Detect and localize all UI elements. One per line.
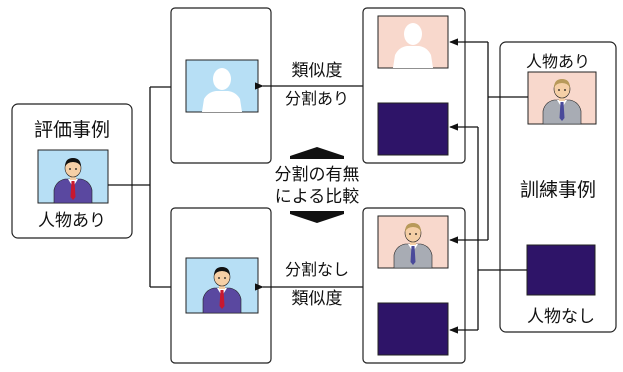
person-icon	[202, 267, 242, 314]
train-title: 訓練事例	[520, 179, 596, 201]
eval-person-image	[37, 149, 109, 204]
down-arrow-icon	[290, 214, 344, 223]
train-person-image	[527, 71, 597, 125]
train-without-person-label: 人物なし	[527, 307, 595, 327]
train-with-person-label: 人物あり	[526, 52, 590, 71]
silhouette-icon	[393, 23, 433, 68]
pink-person-image	[377, 215, 449, 269]
purple-box	[377, 102, 449, 156]
train-purple-box	[526, 244, 596, 296]
person-icon	[542, 79, 582, 125]
similarity-top-label: 類似度	[292, 61, 343, 81]
eval-caption: 人物あり	[38, 211, 106, 231]
unsegmented-label: 分割なし	[285, 260, 349, 279]
train-connectors	[449, 38, 528, 334]
up-arrow-icon	[290, 147, 344, 156]
down-arrow-base	[290, 211, 344, 214]
similarity-bottom-label: 類似度	[292, 289, 343, 309]
purple-box	[377, 302, 449, 356]
unsegmented-person-image	[185, 257, 259, 314]
comparison-line2: による比較	[275, 187, 360, 207]
person-icon	[393, 223, 433, 269]
silhouette-image	[185, 59, 259, 113]
similarity-arrows	[254, 82, 372, 291]
eval-title: 評価事例	[34, 119, 110, 141]
person-icon	[53, 158, 93, 204]
silhouette-icon	[202, 68, 242, 112]
pink-silhouette-image	[377, 15, 449, 69]
segmented-top-label: 分割あり	[285, 89, 349, 108]
up-arrow-base	[290, 156, 344, 159]
comparison-line1: 分割の有無	[275, 165, 360, 185]
